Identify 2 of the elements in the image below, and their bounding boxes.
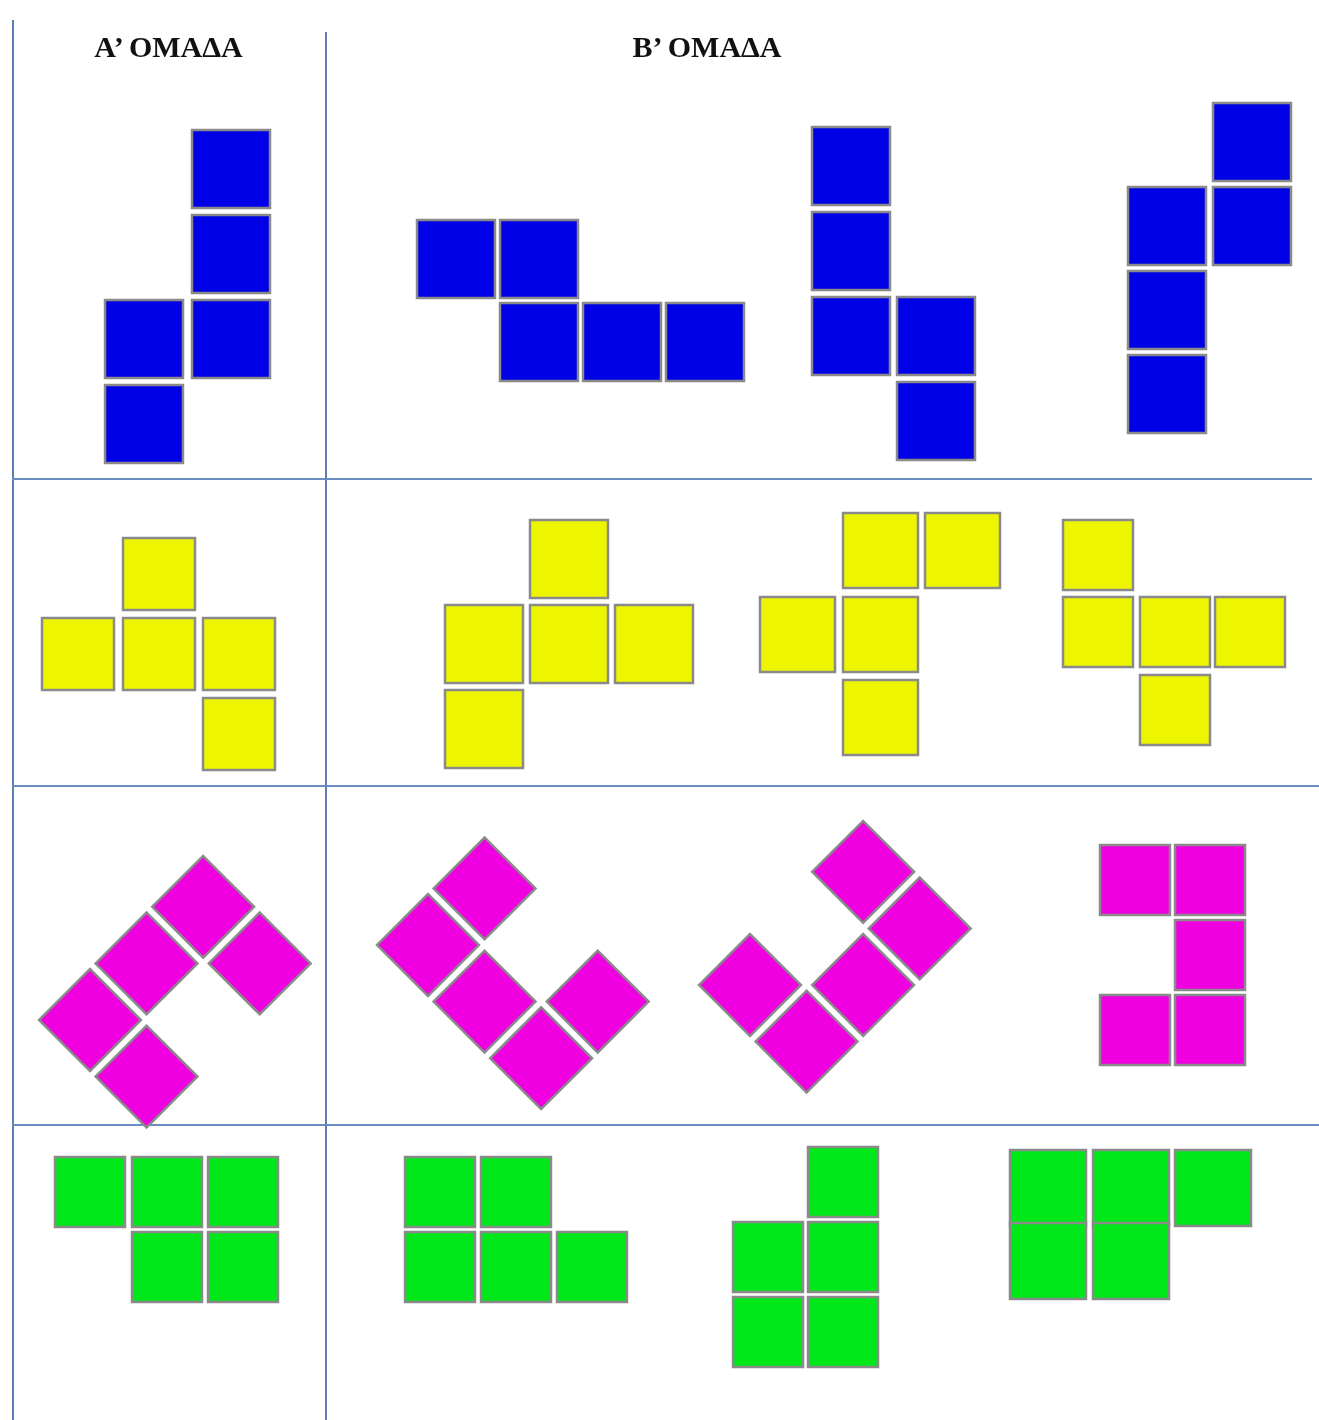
column-heading: Β’ ΟΜΑΔΑ — [631, 30, 783, 64]
column-heading: Α’ ΟΜΑΔΑ — [93, 30, 244, 64]
